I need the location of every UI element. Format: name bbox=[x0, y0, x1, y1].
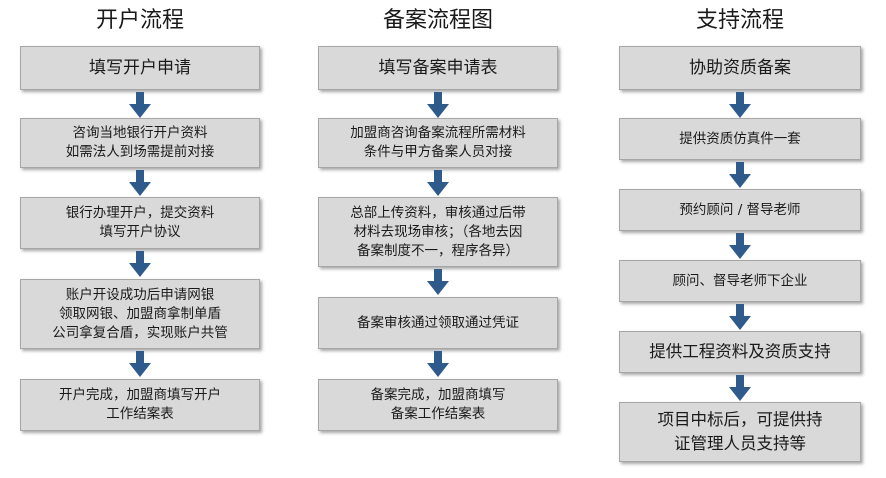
down-arrow-icon bbox=[427, 351, 449, 377]
step-box: 项目中标后，可提供持 证管理人员支持等 bbox=[619, 402, 861, 462]
step-label: 加盟商咨询备案流程所需材料 条件与甲方备案人员对接 bbox=[350, 125, 526, 160]
down-arrow-icon bbox=[427, 92, 449, 118]
step-label: 账户开设成功后申请网银 领取网银、加盟商拿制单盾 公司拿复合盾，实现账户共管 bbox=[52, 286, 228, 341]
step-box: 提供工程资料及资质支持 bbox=[619, 331, 861, 373]
step-box: 填写开户申请 bbox=[20, 46, 260, 90]
step-box: 备案审核通过领取通过凭证 bbox=[318, 297, 558, 349]
down-arrow-icon bbox=[729, 92, 751, 118]
step-label: 顾问、督导老师下企业 bbox=[672, 272, 808, 289]
step-label: 总部上传资料，审核通过后带 材料去现场审核；（各地去因 备案制度不一，程序各异） bbox=[350, 204, 526, 259]
step-box: 加盟商咨询备案流程所需材料 条件与甲方备案人员对接 bbox=[318, 118, 558, 168]
down-arrow-icon bbox=[427, 170, 449, 196]
down-arrow-icon bbox=[129, 92, 151, 118]
column-title-filing: 备案流程图 bbox=[382, 8, 493, 33]
step-label: 开户完成，加盟商填写开户 工作结案表 bbox=[59, 387, 221, 422]
step-box: 总部上传资料，审核通过后带 材料去现场审核；（各地去因 备案制度不一，程序各异） bbox=[318, 197, 558, 267]
step-label: 填写开户申请 bbox=[89, 57, 191, 78]
step-label: 备案完成，加盟商填写 备案工作结案表 bbox=[370, 387, 506, 422]
down-arrow-icon bbox=[129, 170, 151, 196]
down-arrow-icon bbox=[729, 375, 751, 401]
step-label: 提供资质仿真件一套 bbox=[679, 130, 801, 147]
step-box: 账户开设成功后申请网银 领取网银、加盟商拿制单盾 公司拿复合盾，实现账户共管 bbox=[20, 279, 260, 349]
down-arrow-icon bbox=[129, 251, 151, 277]
step-box: 预约顾问 / 督导老师 bbox=[619, 189, 861, 231]
down-arrow-icon bbox=[729, 304, 751, 330]
step-box: 备案完成，加盟商填写 备案工作结案表 bbox=[318, 379, 558, 431]
step-label: 提供工程资料及资质支持 bbox=[649, 342, 831, 361]
step-label: 备案审核通过领取通过凭证 bbox=[357, 314, 519, 331]
step-box: 填写备案申请表 bbox=[318, 46, 558, 90]
step-label: 预约顾问 / 督导老师 bbox=[679, 201, 801, 218]
step-label: 银行办理开户，提交资料 填写开户协议 bbox=[65, 205, 215, 240]
column-title-support: 支持流程 bbox=[695, 8, 784, 33]
step-box: 银行办理开户，提交资料 填写开户协议 bbox=[20, 197, 260, 249]
step-box: 开户完成，加盟商填写开户 工作结案表 bbox=[20, 379, 260, 431]
step-label: 填写备案申请表 bbox=[378, 57, 498, 78]
column-title-account-opening: 开户流程 bbox=[95, 8, 184, 33]
step-label: 咨询当地银行开户资料 如需法人到场需提前对接 bbox=[65, 125, 215, 160]
step-label: 项目中标后，可提供持 证管理人员支持等 bbox=[657, 410, 823, 453]
step-box: 协助资质备案 bbox=[619, 46, 861, 90]
down-arrow-icon bbox=[729, 162, 751, 188]
step-box: 咨询当地银行开户资料 如需法人到场需提前对接 bbox=[20, 118, 260, 168]
step-box: 顾问、督导老师下企业 bbox=[619, 260, 861, 302]
step-label: 协助资质备案 bbox=[689, 57, 791, 78]
down-arrow-icon bbox=[129, 351, 151, 377]
step-box: 提供资质仿真件一套 bbox=[619, 118, 861, 160]
down-arrow-icon bbox=[729, 233, 751, 259]
down-arrow-icon bbox=[427, 269, 449, 295]
